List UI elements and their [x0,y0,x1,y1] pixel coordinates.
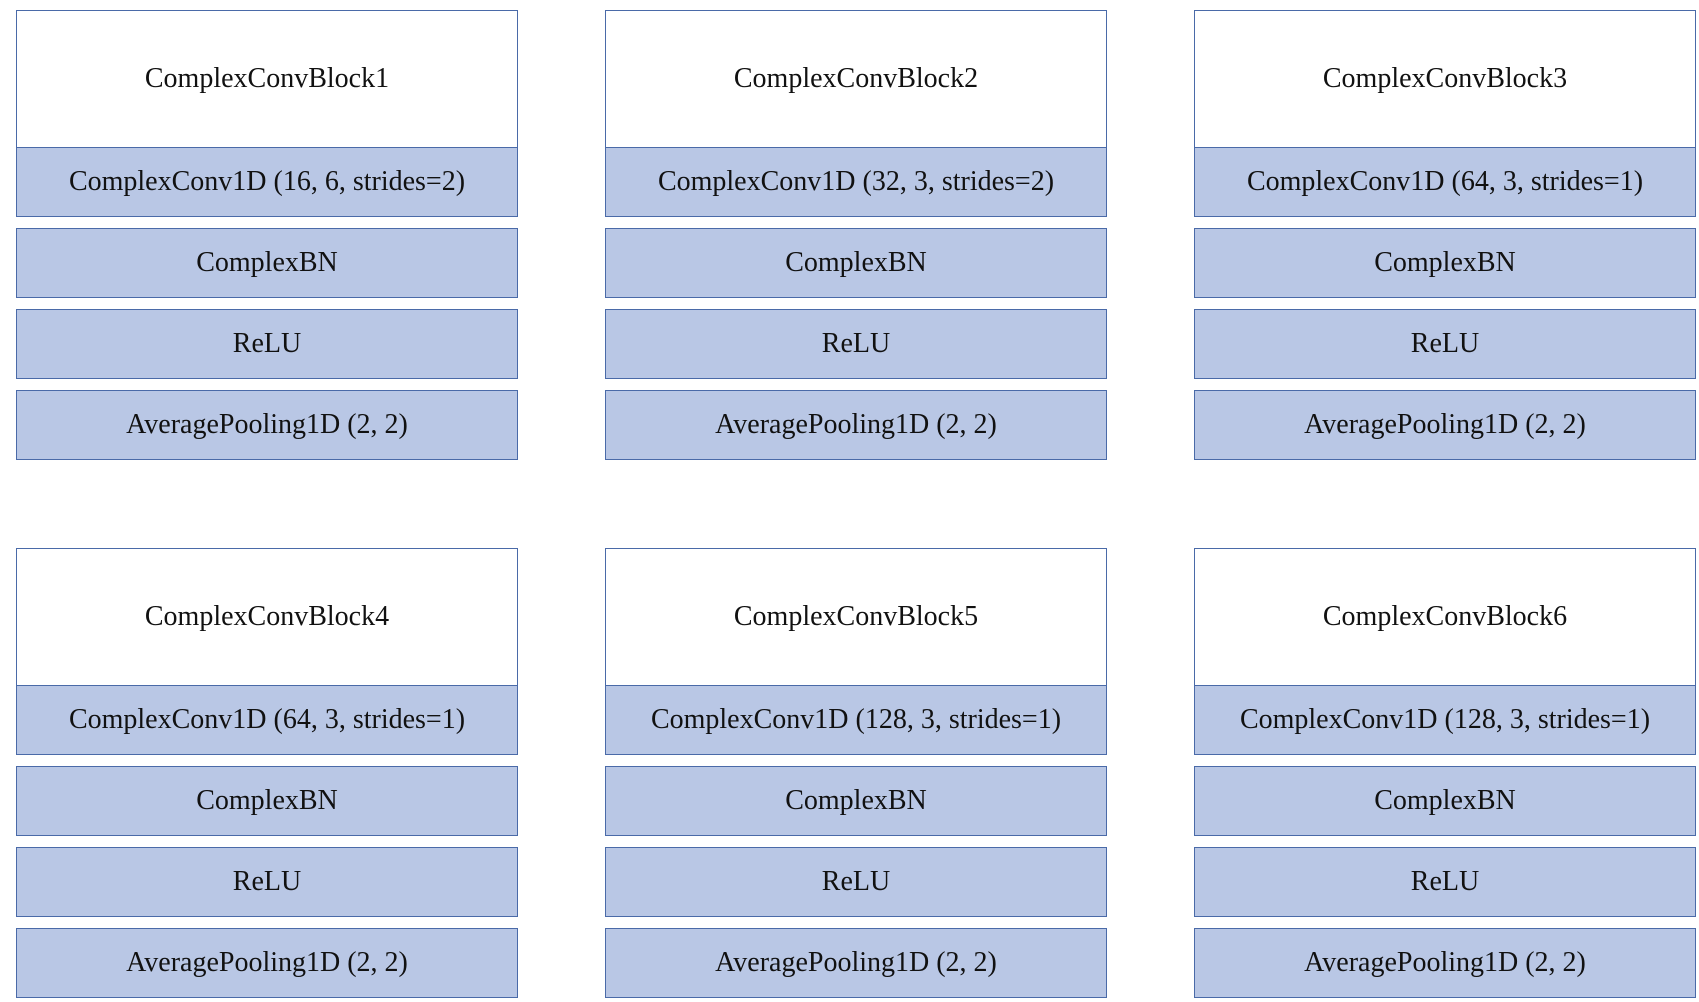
block-title: ComplexConvBlock5 [605,548,1107,686]
layer-batchnorm: ComplexBN [16,766,518,836]
layer-conv1d: ComplexConv1D (128, 3, strides=1) [605,685,1107,755]
block-title: ComplexConvBlock1 [16,10,518,148]
layer-avgpool: AveragePooling1D (2, 2) [605,928,1107,998]
layer-batchnorm: ComplexBN [1194,766,1696,836]
layer-avgpool: AveragePooling1D (2, 2) [16,390,518,460]
layer-avgpool: AveragePooling1D (2, 2) [1194,928,1696,998]
complex-conv-block-3: ComplexConvBlock3 ComplexConv1D (64, 3, … [1194,10,1696,460]
block-title: ComplexConvBlock6 [1194,548,1696,686]
layer-batchnorm: ComplexBN [1194,228,1696,298]
layer-conv1d: ComplexConv1D (64, 3, strides=1) [16,685,518,755]
layer-avgpool: AveragePooling1D (2, 2) [1194,390,1696,460]
layer-avgpool: AveragePooling1D (2, 2) [605,390,1107,460]
layer-conv1d: ComplexConv1D (16, 6, strides=2) [16,147,518,217]
complex-conv-block-4: ComplexConvBlock4 ComplexConv1D (64, 3, … [16,548,518,998]
block-title: ComplexConvBlock3 [1194,10,1696,148]
complex-conv-block-2: ComplexConvBlock2 ComplexConv1D (32, 3, … [605,10,1107,460]
layer-conv1d: ComplexConv1D (32, 3, strides=2) [605,147,1107,217]
block-title: ComplexConvBlock4 [16,548,518,686]
layer-relu: ReLU [605,847,1107,917]
block-title: ComplexConvBlock2 [605,10,1107,148]
layer-relu: ReLU [16,309,518,379]
complex-conv-block-5: ComplexConvBlock5 ComplexConv1D (128, 3,… [605,548,1107,998]
complex-conv-block-6: ComplexConvBlock6 ComplexConv1D (128, 3,… [1194,548,1696,998]
layer-relu: ReLU [16,847,518,917]
layer-relu: ReLU [1194,309,1696,379]
layer-avgpool: AveragePooling1D (2, 2) [16,928,518,998]
layer-conv1d: ComplexConv1D (64, 3, strides=1) [1194,147,1696,217]
layer-batchnorm: ComplexBN [605,228,1107,298]
complex-conv-block-1: ComplexConvBlock1 ComplexConv1D (16, 6, … [16,10,518,460]
layer-batchnorm: ComplexBN [605,766,1107,836]
layer-relu: ReLU [605,309,1107,379]
layer-relu: ReLU [1194,847,1696,917]
layer-batchnorm: ComplexBN [16,228,518,298]
layer-conv1d: ComplexConv1D (128, 3, strides=1) [1194,685,1696,755]
